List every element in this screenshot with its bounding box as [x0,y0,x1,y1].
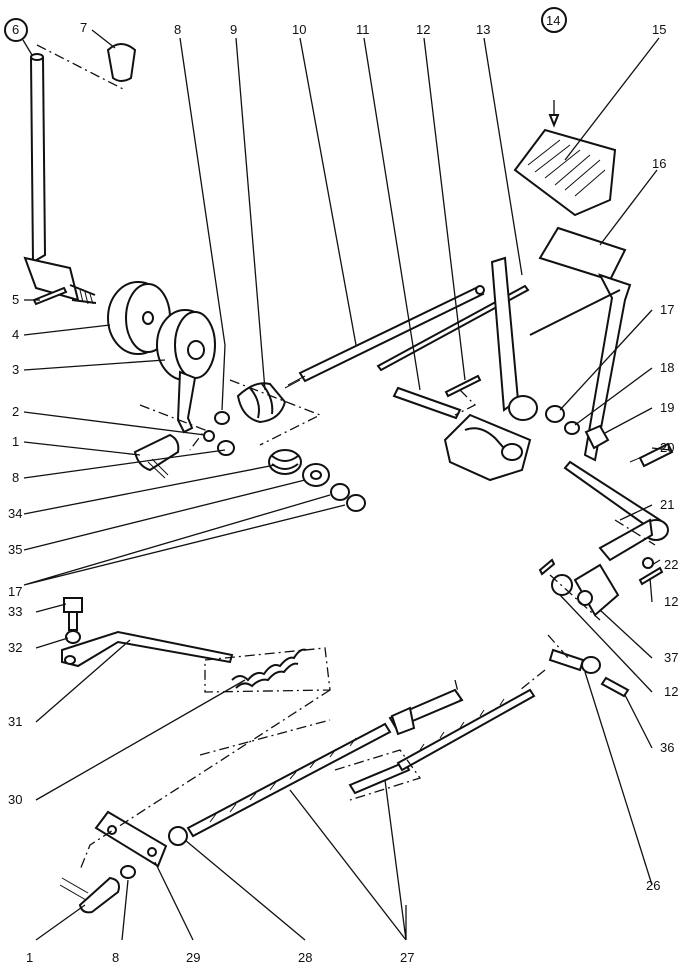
label-4: 4 [12,327,19,342]
cable-27-upper [186,688,464,838]
pin-12-lower [638,566,664,586]
label-16: 16 [652,156,666,171]
nut-17-a [330,483,350,501]
rod-11 [376,284,530,372]
label-9: 9 [230,22,237,37]
shaft [392,386,462,420]
label-19: 19 [660,400,674,415]
part-labels: 6 7 8 9 10 11 12 13 14 15 16 5 4 3 2 1 8… [8,13,678,965]
leader-lines [22,29,671,941]
label-11: 11 [356,22,370,37]
pedal-15 [513,128,617,217]
clevis-1-upper [133,433,180,479]
nut-8-upper [214,411,230,425]
centerlines [36,44,656,871]
label-8-bottom: 8 [112,950,119,965]
clevis-1-lower [59,876,120,914]
label-21: 21 [660,497,674,512]
label-5: 5 [12,292,19,307]
label-2: 2 [12,404,19,419]
label-18: 18 [660,360,674,375]
label-10: 10 [292,22,306,37]
washer-22 [642,557,654,569]
label-37: 37 [664,650,678,665]
label-8-top: 8 [174,22,181,37]
label-3: 3 [12,362,19,377]
label-8-mid: 8 [12,470,19,485]
pedal-lever-13 [490,256,538,421]
label-33: 33 [8,604,22,619]
plate-29 [94,810,168,868]
label-14: 14 [546,13,560,28]
label-17-left: 17 [8,584,22,599]
bolt-33 [63,597,83,631]
pedal-16 [529,226,632,462]
clevis-37 [573,563,620,617]
label-12-mid: 12 [664,594,678,609]
spring-34 [268,449,302,475]
nut-8-mid [217,440,235,456]
label-32: 32 [8,640,22,655]
label-12-top: 12 [416,22,430,37]
nut-28 [168,826,188,846]
label-36: 36 [660,740,674,755]
label-13: 13 [476,22,490,37]
label-29: 29 [186,950,200,965]
washer-2 [203,430,215,442]
knob [106,43,137,82]
washer-35-hole [310,470,322,480]
split-pin-left [538,558,556,576]
label-1-top: 1 [12,434,19,449]
label-26: 26 [646,878,660,893]
nut-17-b [346,494,366,512]
hand-lever [23,53,97,305]
label-12-low: 12 [664,684,678,699]
label-7: 7 [80,20,87,35]
bush-19 [584,424,610,450]
label-28: 28 [298,950,312,965]
disc-3 [156,309,216,434]
spring-30 [231,648,307,689]
bolt-36 [600,676,630,698]
label-1-bottom: 1 [26,950,33,965]
split-pin-12 [444,374,482,398]
nut-17-right [545,405,565,423]
bracket [443,413,532,482]
washer-32 [65,630,81,644]
pin [32,286,68,306]
label-22: 22 [664,557,678,572]
label-30: 30 [8,792,22,807]
arm-31 [61,630,234,668]
label-35: 35 [8,542,22,557]
label-27: 27 [400,950,414,965]
label-34: 34 [8,506,22,521]
rubber-boot [236,382,287,424]
circle-14 [541,7,567,33]
label-15: 15 [652,22,666,37]
cable-27-lower [348,688,536,795]
lever-21 [563,460,669,562]
circle-6 [4,18,28,42]
pin-26 [548,648,601,674]
arrow-14 [548,114,560,128]
label-31: 31 [8,714,22,729]
label-20: 20 [660,440,674,455]
rod-10 [284,285,485,389]
label-6: 6 [12,22,19,37]
label-17-right: 17 [660,302,674,317]
nut-8-lower [120,865,136,879]
